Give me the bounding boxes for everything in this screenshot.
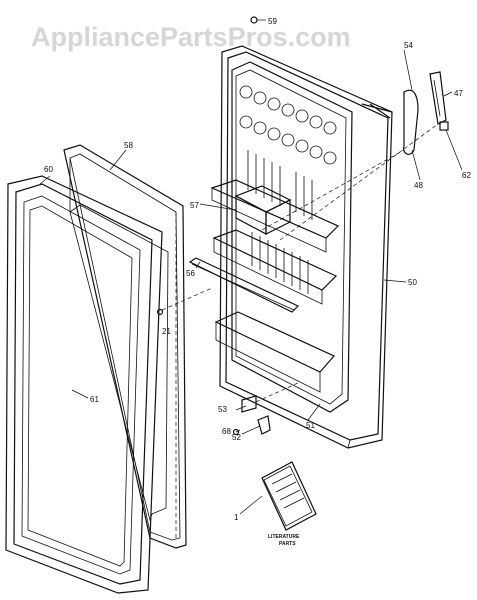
label-21: 21 [162,327,171,336]
hinge-pin-icon [257,415,271,435]
inner-door-liner [188,61,353,413]
label-62: 62 [462,171,471,180]
label-58: 58 [124,141,133,150]
label-54: 54 [404,41,413,50]
label-59: 59 [268,17,277,26]
small-hardware [156,16,301,436]
label-50: 50 [408,278,417,287]
door-shelves [210,179,340,393]
label-51: 51 [306,421,315,430]
label-48: 48 [414,181,423,190]
handle-bar [429,71,447,125]
label-53: 53 [218,405,227,414]
butter-compartment [234,185,292,235]
shelf-retainer-bar [188,257,300,313]
door-outer-panel [219,45,393,449]
label-61: 61 [90,395,99,404]
handle-trim-piece [403,89,419,155]
literature-booklet: LITERATURE PARTS [261,461,317,547]
label-60: 60 [44,165,53,174]
liner-frame [63,144,187,549]
screw-68-icon [232,428,240,436]
watermark: AppliancePartsPros.com [31,22,351,52]
gasket-outer-frame [5,175,163,594]
label-56: 56 [186,269,195,278]
label-52: 52 [232,433,241,442]
door-handle-assembly [261,71,449,241]
handle-end-cap [439,121,449,131]
leader-lines [39,49,463,515]
literature-sublabel: PARTS [279,541,296,547]
screw-21-icon [156,308,164,316]
label-57: 57 [190,201,199,210]
label-68: 68 [222,427,231,436]
label-47: 47 [454,89,463,98]
hinge-bracket-icon [241,395,257,413]
literature-label: LITERATURE [268,534,300,540]
liner-ribs [247,150,313,294]
egg-rack [239,85,337,165]
label-1: 1 [234,513,239,522]
part-labels: 59 54 47 58 60 62 48 57 56 50 21 61 53 5… [44,17,471,522]
